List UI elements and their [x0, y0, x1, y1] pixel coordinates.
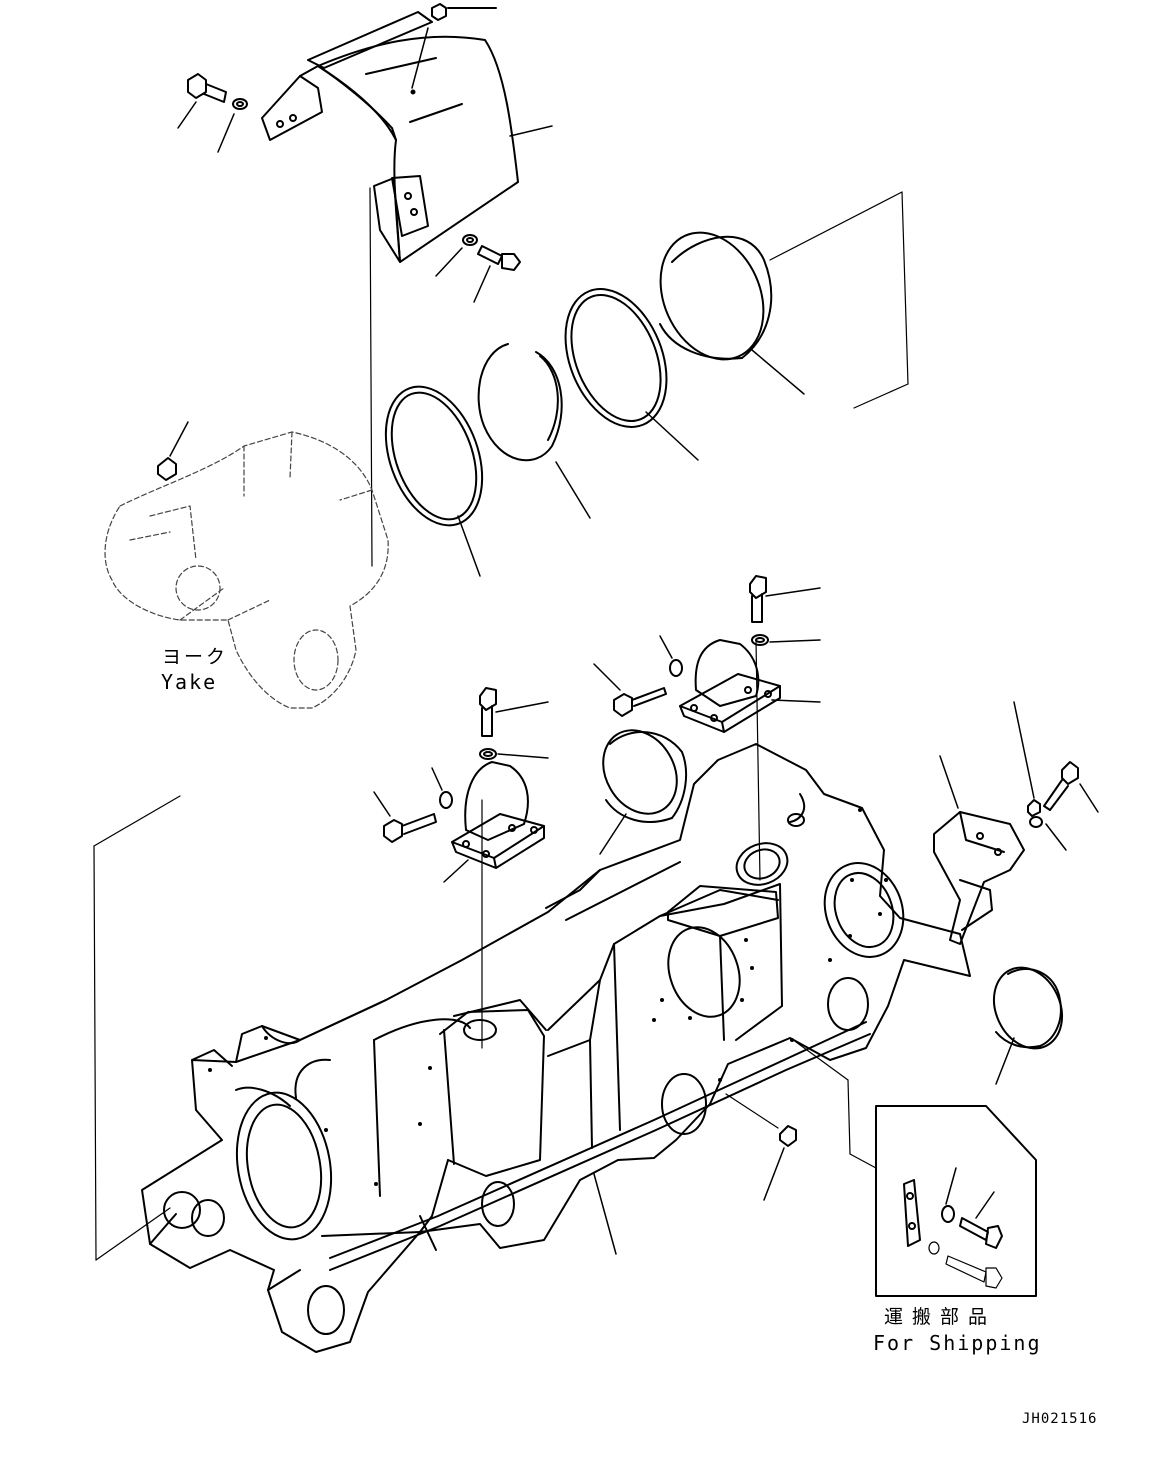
bushing-sleeve	[659, 231, 805, 395]
shipping-parts-box	[875, 1105, 1037, 1297]
drawing-code: JH021516	[1022, 1411, 1098, 1427]
top-cover	[261, 11, 519, 263]
yoke-label-jp: ヨーク	[162, 646, 229, 668]
cover-bolt-top	[411, 3, 497, 89]
bearing-cap-left	[443, 761, 545, 883]
bolt-right-horizontal	[593, 635, 683, 717]
main-frame	[141, 743, 971, 1353]
bolt-upper-left-vertical	[479, 687, 549, 760]
shipping-label-jp: 運搬部品	[884, 1306, 997, 1328]
seal-ring-1	[384, 385, 484, 577]
snap-ring	[477, 343, 591, 519]
cover-bolt-right	[435, 234, 521, 303]
bolt-upper-right-vertical	[749, 575, 821, 646]
cover-bolt-left	[177, 73, 248, 153]
yoke-label-en: Yake	[161, 670, 218, 694]
bracket-bolt	[1029, 761, 1099, 851]
bearing-cap-right	[679, 639, 821, 733]
bushing-right	[992, 966, 1064, 1085]
plug-yoke	[157, 421, 189, 481]
bushing-center	[599, 729, 688, 855]
bracket-plug	[1013, 701, 1041, 817]
frame-plug	[725, 1093, 797, 1201]
support-bracket	[933, 755, 1025, 945]
leader-lines	[93, 187, 909, 1261]
yoke-ghost	[104, 431, 389, 709]
shipping-label-en: For Shipping	[873, 1331, 1042, 1355]
callout-leader	[795, 1041, 877, 1169]
bolt-left-horizontal	[373, 767, 453, 843]
seal-ring-3	[564, 288, 699, 461]
